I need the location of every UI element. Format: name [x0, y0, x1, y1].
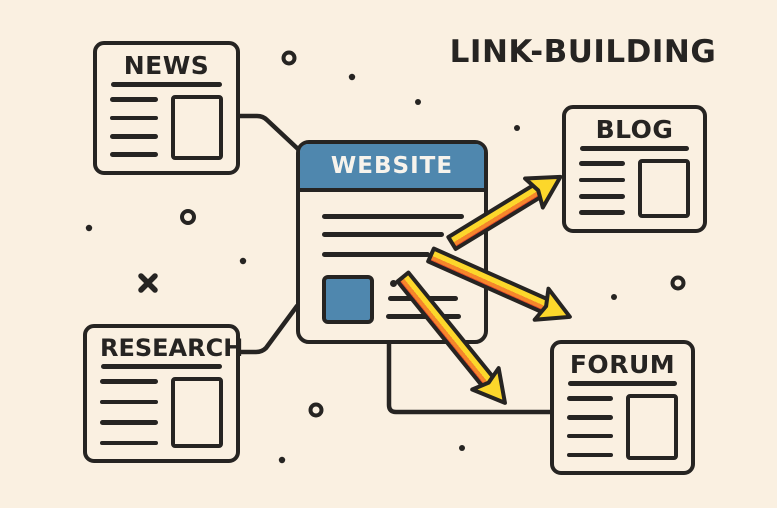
- card-blog-body: [579, 159, 690, 218]
- headline-rule: [568, 381, 677, 387]
- text-lines: [567, 394, 613, 460]
- text-lines: [579, 159, 625, 218]
- card-forum-title: FORUM: [569, 350, 676, 379]
- dot-icon: [278, 456, 286, 464]
- card-website-body: [300, 192, 484, 340]
- image-placeholder: [322, 275, 374, 324]
- headline-rule: [101, 364, 222, 369]
- image-placeholder: [171, 95, 223, 160]
- website-header-bar: WEBSITE: [300, 144, 484, 192]
- card-website: WEBSITE: [296, 140, 488, 344]
- card-news: NEWS: [93, 41, 240, 175]
- text-lines: [100, 377, 158, 448]
- headline-rule: [111, 82, 222, 88]
- card-forum-body: [567, 394, 678, 460]
- dot-icon: [390, 280, 397, 287]
- card-news-title: NEWS: [123, 51, 210, 80]
- dot-icon: [348, 73, 356, 81]
- cross-icon: [138, 273, 158, 293]
- card-news-body: [110, 95, 223, 160]
- dot-icon: [415, 99, 421, 105]
- dot-icon: [514, 125, 520, 131]
- card-blog: BLOG: [562, 105, 707, 233]
- dot-icon: [85, 224, 93, 232]
- card-research-body: [100, 377, 223, 448]
- card-research-title: RESEARCH: [100, 334, 244, 362]
- dot-icon: [459, 445, 465, 451]
- connector-website-forum: [386, 339, 555, 415]
- ring-icon: [281, 50, 297, 66]
- card-forum: FORUM: [550, 340, 695, 475]
- connector-research-website: [237, 303, 300, 355]
- ring-icon: [180, 209, 196, 225]
- card-research: RESEARCH: [83, 324, 244, 463]
- image-placeholder: [638, 159, 690, 218]
- card-website-title: WEBSITE: [330, 152, 454, 179]
- connector-news-website: [237, 113, 301, 152]
- ring-icon: [308, 402, 324, 418]
- card-blog-title: BLOG: [595, 115, 674, 144]
- dot-icon: [239, 257, 247, 265]
- image-placeholder: [171, 377, 223, 448]
- dot-icon: [611, 294, 617, 300]
- headline-rule: [580, 146, 689, 152]
- image-placeholder: [626, 394, 678, 460]
- text-lines: [110, 95, 158, 160]
- ring-icon: [670, 275, 686, 291]
- page-title: LINK-BUILDING: [449, 34, 717, 70]
